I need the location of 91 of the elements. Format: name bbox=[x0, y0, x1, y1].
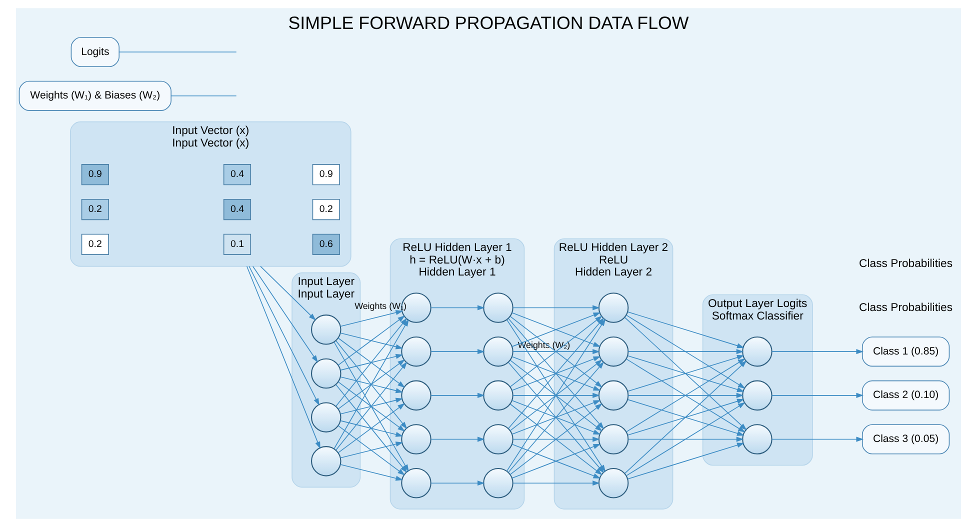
node-circle bbox=[310, 446, 341, 476]
node-circle bbox=[742, 380, 772, 411]
node-circle bbox=[598, 292, 628, 323]
node-circle bbox=[598, 468, 628, 498]
node-box: Logits bbox=[70, 37, 119, 68]
arrow bbox=[509, 316, 602, 388]
arrow bbox=[624, 360, 746, 474]
node-box: Class 3 (0.05) bbox=[861, 424, 950, 454]
arrow bbox=[512, 392, 600, 398]
arrow bbox=[430, 349, 484, 354]
arrow bbox=[339, 442, 403, 458]
arrow bbox=[430, 480, 484, 486]
node-box: 0.2 bbox=[80, 234, 108, 255]
arrow bbox=[511, 400, 600, 435]
node-box: 0.1 bbox=[222, 234, 251, 255]
arrow bbox=[624, 317, 746, 430]
arrow bbox=[335, 362, 407, 450]
arrow bbox=[337, 315, 405, 366]
node-circle bbox=[598, 424, 628, 454]
arrow bbox=[627, 436, 744, 442]
node-box: 0.6 bbox=[312, 234, 340, 255]
node-circle bbox=[482, 336, 513, 367]
arrow bbox=[337, 381, 405, 432]
node-box: 0.9 bbox=[312, 164, 340, 186]
arrow bbox=[625, 402, 745, 476]
arrow bbox=[511, 356, 600, 391]
label: Class Probabilities bbox=[858, 258, 952, 270]
arrow bbox=[430, 436, 484, 442]
arrow bbox=[337, 359, 405, 410]
arrow bbox=[626, 311, 744, 348]
arrow bbox=[339, 332, 403, 350]
arrow bbox=[333, 319, 408, 450]
arrow bbox=[509, 360, 602, 432]
arrow bbox=[339, 376, 403, 394]
node-box: 0.2 bbox=[80, 198, 108, 220]
arrow bbox=[335, 340, 407, 430]
arrow bbox=[248, 266, 319, 406]
arrow bbox=[770, 349, 864, 354]
connector bbox=[170, 95, 236, 96]
arrow bbox=[511, 444, 600, 478]
diagram-title: SIMPLE FORWARD PROPAGATION DATA FLOW bbox=[288, 12, 688, 33]
arrow bbox=[627, 392, 744, 398]
node-box: 0.4 bbox=[222, 164, 251, 186]
arrow bbox=[337, 403, 405, 454]
node-circle bbox=[742, 424, 772, 454]
node-circle bbox=[482, 424, 513, 454]
arrow bbox=[511, 312, 600, 347]
arrow bbox=[335, 384, 407, 473]
node-circle bbox=[400, 380, 431, 411]
arrow bbox=[512, 349, 600, 354]
arrow bbox=[246, 266, 320, 449]
node-circle bbox=[482, 468, 513, 498]
arrow bbox=[339, 310, 403, 327]
arrow bbox=[625, 314, 745, 389]
arrow bbox=[770, 392, 864, 398]
cluster: Output Layer Logits Softmax Classifier bbox=[702, 294, 812, 466]
label: Class Probabilities bbox=[858, 302, 952, 314]
node-circle bbox=[310, 358, 341, 389]
arrow bbox=[626, 355, 744, 392]
arrow bbox=[512, 436, 600, 442]
arrow bbox=[339, 398, 403, 414]
arrow bbox=[337, 338, 405, 388]
arrow bbox=[339, 354, 403, 371]
node-circle bbox=[742, 336, 772, 367]
node-box: 0.9 bbox=[80, 164, 108, 186]
node-circle bbox=[310, 402, 341, 432]
arrow bbox=[512, 305, 600, 310]
arrow bbox=[626, 442, 744, 480]
arrow bbox=[430, 392, 484, 398]
node-circle bbox=[482, 292, 513, 323]
arrow bbox=[337, 425, 405, 476]
node-circle bbox=[482, 380, 513, 411]
arrow bbox=[260, 266, 316, 321]
node-circle bbox=[400, 336, 431, 367]
node-circle bbox=[310, 314, 341, 345]
arrow bbox=[627, 349, 744, 354]
arrow bbox=[770, 436, 864, 442]
node-box: Weights (W₁) & Biases (W₂) bbox=[18, 80, 171, 111]
arrow bbox=[252, 266, 318, 363]
arrow bbox=[339, 464, 403, 481]
node-box: 0.4 bbox=[222, 198, 251, 220]
node-circle bbox=[598, 380, 628, 411]
arrow bbox=[512, 480, 600, 486]
node-box: 0.2 bbox=[312, 198, 340, 220]
node-circle bbox=[400, 424, 431, 454]
arrow bbox=[430, 305, 484, 310]
arrow bbox=[339, 420, 403, 437]
node-circle bbox=[400, 468, 431, 498]
node-circle bbox=[598, 336, 628, 367]
node-box: Class 2 (0.10) bbox=[861, 380, 950, 410]
node-box: Class 1 (0.85) bbox=[861, 336, 950, 367]
